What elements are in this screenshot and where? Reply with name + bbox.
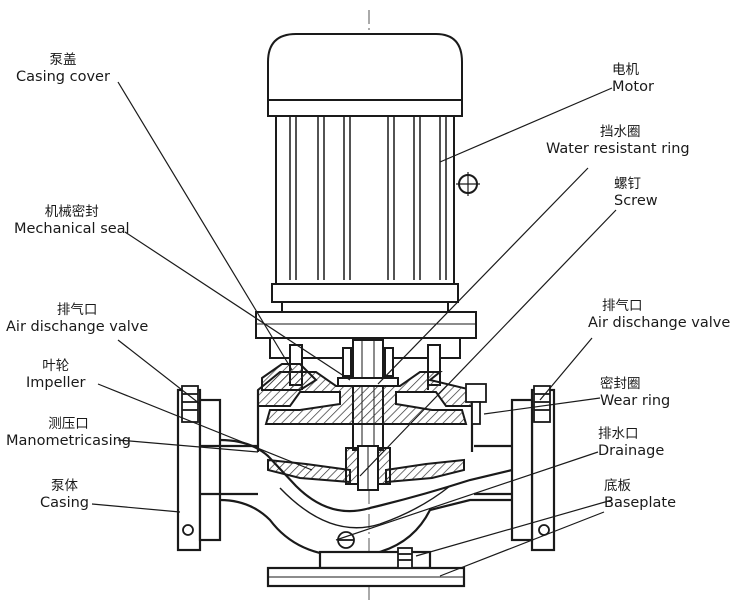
leader-mechanical-seal: [124, 231, 351, 381]
label-baseplate: 底板 Baseplate: [604, 478, 677, 511]
label-screw: 螺钉 Screw: [614, 176, 658, 209]
leader-casing-cover: [117, 81, 293, 371]
label-impeller: 叶轮 Impeller: [26, 358, 86, 391]
leader-air-valve-right: [539, 337, 593, 401]
label-motor: 电机 Motor: [612, 62, 654, 95]
motor: [267, 33, 480, 313]
leader-lines: [91, 81, 617, 577]
label-drainage: 排水口 Drainage: [598, 426, 665, 459]
leader-motor: [439, 87, 613, 163]
leader-drainage: [335, 451, 599, 541]
casing-cover: [257, 363, 473, 425]
label-casing: 泵体 Casing: [40, 478, 89, 511]
leader-air-valve-left: [117, 339, 201, 405]
leader-baseplate-1: [415, 499, 613, 557]
leader-manometric: [117, 439, 259, 453]
leader-water-ring: [377, 167, 589, 385]
leader-impeller: [97, 383, 313, 471]
leader-screw: [359, 209, 617, 477]
impeller: [267, 445, 465, 491]
leader-baseplate-2: [439, 511, 605, 577]
fittings: [181, 383, 551, 569]
label-air-valve-right: 排气口 Air dischange valve: [588, 298, 731, 331]
label-air-valve-left: 排气口 Air dischange valve: [6, 302, 149, 335]
label-casing-cover: 泵盖 Casing cover: [16, 52, 110, 85]
label-mechanical-seal: 机械密封 Mechanical seal: [14, 204, 130, 237]
label-water-ring: 挡水圈 Water resistant ring: [546, 124, 690, 157]
leader-casing: [91, 503, 181, 513]
label-wear-ring: 密封圈 Wear ring: [600, 376, 671, 409]
leader-wear-ring: [483, 397, 601, 415]
label-manometric: 测压口 Manometricasing: [6, 416, 132, 449]
